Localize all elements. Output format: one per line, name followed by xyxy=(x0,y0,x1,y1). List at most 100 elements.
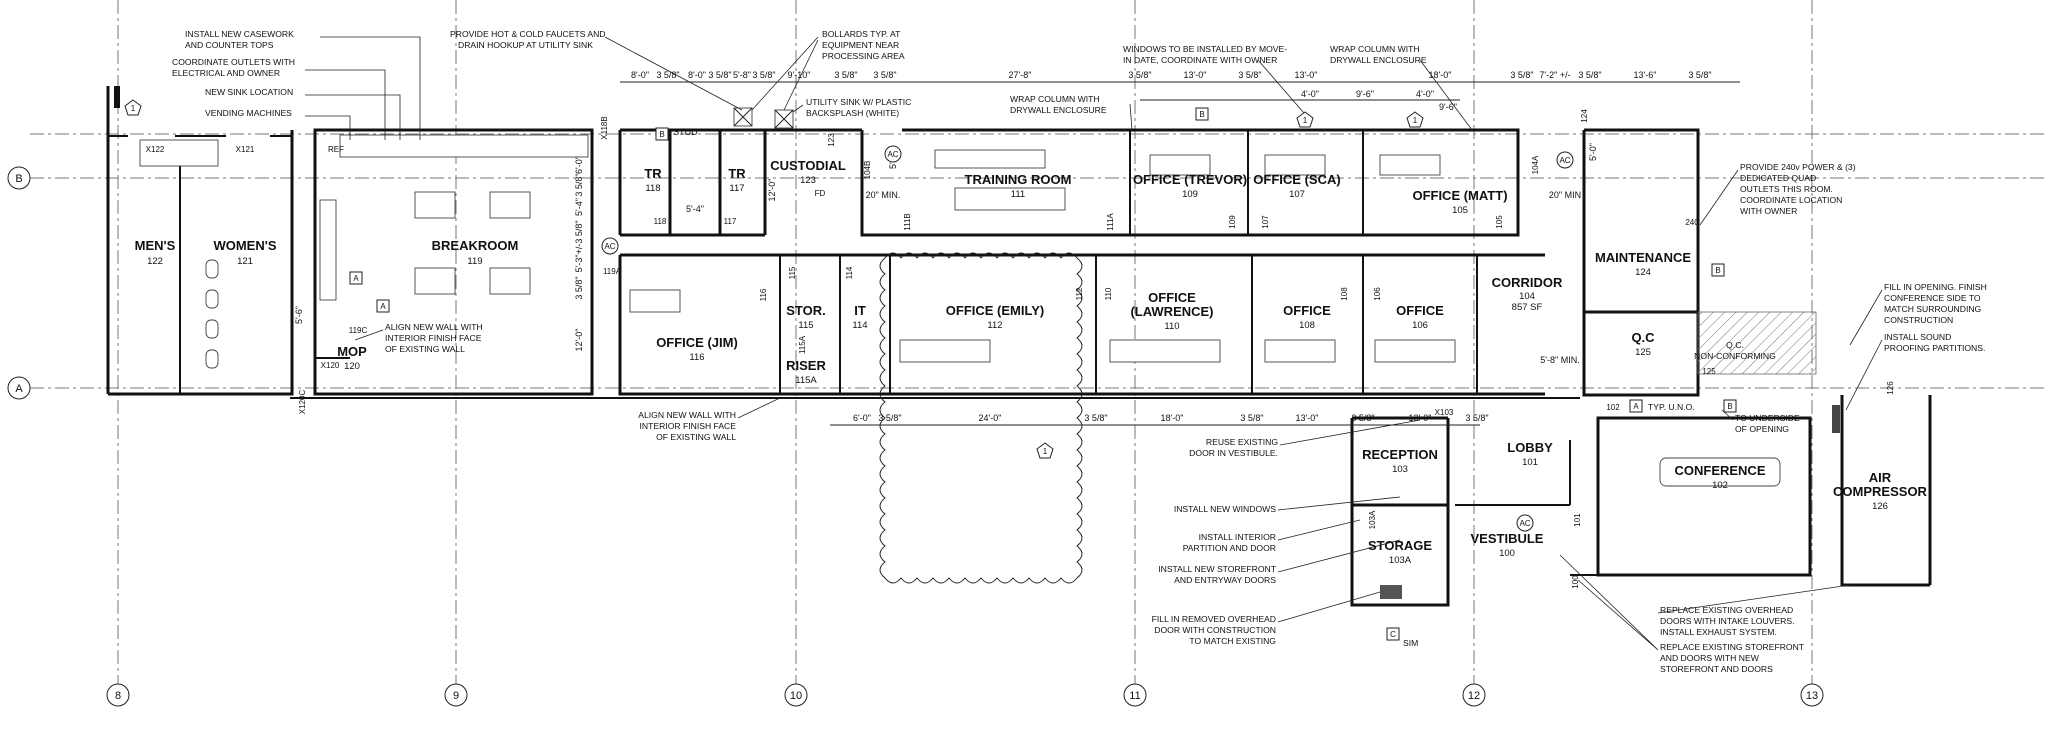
door-tag-102: 102 xyxy=(1606,403,1620,412)
dim-top-24: 9'-6" xyxy=(1439,102,1457,112)
note-top-1: PROVIDE HOT & COLD FAUCETS AND xyxy=(450,29,606,39)
door-tag-105: 105 xyxy=(1495,215,1504,229)
note-right-11: PROOFING PARTITIONS. xyxy=(1884,343,1985,353)
room-number-it: 114 xyxy=(852,320,867,331)
note-bottom-12: DOOR WITH CONSTRUCTION xyxy=(1154,625,1276,635)
room-name-riser: RISER xyxy=(786,358,826,373)
note-bottom-1: ALIGN NEW WALL WITH xyxy=(638,410,736,420)
room-number-vestibule: 100 xyxy=(1499,548,1515,559)
dim-top-6: 3 5/8" xyxy=(752,70,775,80)
dim-misc-6: 20" MIN xyxy=(1549,190,1581,200)
door-tag-106: 106 xyxy=(1373,287,1382,301)
section-marker xyxy=(114,86,120,108)
room-number-office-108: 108 xyxy=(1299,320,1315,331)
dim-bottom-1: 6'-0" xyxy=(853,413,871,423)
dim-top-8: 3 5/8" xyxy=(834,70,857,80)
room-number-office-trevor: 109 xyxy=(1182,189,1198,200)
dim-bottom-6: 3 5/8" xyxy=(1240,413,1263,423)
door-tag-100: 100 xyxy=(1571,575,1580,589)
room-number-custodial: 123 xyxy=(800,175,816,186)
notes-right: PROVIDE 240v POWER & (3) DEDICATED QUAD … xyxy=(1648,162,1987,434)
notes-left: INSTALL NEW CASEWORK AND COUNTER TOPS CO… xyxy=(172,29,483,354)
note-right-13: NON-CONFORMING xyxy=(1694,351,1776,361)
grid-label-11: 11 xyxy=(1129,690,1140,702)
notes-top: PROVIDE HOT & COLD FAUCETS AND DRAIN HOO… xyxy=(450,29,1473,131)
room-number-training: 111 xyxy=(1011,189,1025,200)
note-bottom-2: INTERIOR FINISH FACE xyxy=(640,421,737,431)
grid-label-b: B xyxy=(15,173,22,185)
dim-bottom-2: 3 5/8" xyxy=(878,413,901,423)
door-tag-112: 112 xyxy=(1075,287,1084,300)
room-name-maintenance: MAINTENANCE xyxy=(1595,250,1691,265)
dim-misc-1: 6" STUD xyxy=(662,127,698,137)
room-labels: MEN'S 122 WOMEN'S 121 BREAKROOM 119 MOP … xyxy=(135,158,1928,566)
dim-misc-9: 5'-6" xyxy=(294,306,304,324)
dim-misc-13: 5'-4" xyxy=(574,198,584,216)
room-number-office-emily: 112 xyxy=(987,320,1002,331)
dim-top-13: 3 5/8" xyxy=(1238,70,1261,80)
dim-bottom-10: 3 5/8" xyxy=(1465,413,1488,423)
note-right-8: MATCH SURROUNDING xyxy=(1884,304,1982,314)
room-name-office-lawrence: OFFICE xyxy=(1148,290,1196,305)
dim-top-23: 4'-0" xyxy=(1416,89,1434,99)
note-top-4: EQUIPMENT NEAR xyxy=(822,40,899,50)
room-number-mop: 120 xyxy=(344,361,360,372)
ref-tag-1-c: 1 xyxy=(1413,116,1418,125)
note-top-7: BACKSPLASH (WHITE) xyxy=(806,108,899,118)
room-name-office-106: OFFICE xyxy=(1396,303,1444,318)
grid-bubbles: 8 9 10 11 12 13 B A xyxy=(7,166,1824,707)
note-right-3: OUTLETS THIS ROOM. xyxy=(1740,184,1833,194)
dim-top-10: 27'-8" xyxy=(1009,70,1032,80)
note-top-5: PROCESSING AREA xyxy=(822,51,905,61)
note-bottom-3: OF EXISTING WALL xyxy=(656,432,736,442)
room-name-air-compressor: AIR xyxy=(1869,470,1892,485)
dim-bottom-4: 3 5/8" xyxy=(1084,413,1107,423)
note-right-16: TYP. U.N.O. xyxy=(1648,402,1695,412)
note-bottom-15: DOORS WITH INTAKE LOUVERS. xyxy=(1660,616,1795,626)
dim-top-22: 9'-6" xyxy=(1356,89,1374,99)
room-number-tr-117: 117 xyxy=(729,183,744,194)
room-name-tr-117: TR xyxy=(728,166,746,181)
qc-non-conforming-hatch xyxy=(1697,311,1817,375)
room-number-riser: 115A xyxy=(795,375,817,386)
note-bottom-11: FILL IN REMOVED OVERHEAD xyxy=(1152,614,1276,624)
room-name-storage: STORAGE xyxy=(1368,538,1432,553)
room-number-womens: 121 xyxy=(237,256,253,267)
room-name2-office-lawrence: (LAWRENCE) xyxy=(1130,304,1213,319)
note-right-4: COORDINATE LOCATION xyxy=(1740,195,1842,205)
door-tag-116: 116 xyxy=(759,288,768,301)
dim-top-19: 13'-6" xyxy=(1634,70,1657,80)
door-tag-118: 118 xyxy=(654,217,667,226)
ref-tag-1-b: 1 xyxy=(1303,116,1308,125)
grid-label-9: 9 xyxy=(453,690,459,702)
room-number-maintenance: 124 xyxy=(1635,267,1651,278)
room-number-qc: 125 xyxy=(1635,347,1651,358)
ref-tag-c: C xyxy=(1390,630,1396,639)
ref-tag-a-2: A xyxy=(380,302,386,311)
reference-tags: A A AC AC AC AC B B B B A C 1 1 1 1 1 xyxy=(124,99,1737,641)
ref-tag-b-4: B xyxy=(1727,402,1732,411)
door-tag-115: 115 xyxy=(788,266,797,279)
room-name-office-jim: OFFICE (JIM) xyxy=(656,335,738,350)
dim-bottom-9: 13'-0" xyxy=(1409,413,1432,423)
note-right-5: WITH OWNER xyxy=(1740,206,1797,216)
note-left-4: ELECTRICAL AND OWNER xyxy=(172,68,280,78)
note-bottom-4: REUSE EXISTING xyxy=(1206,437,1278,447)
dim-misc-3: 12'-0" xyxy=(767,179,777,202)
room-name-training: TRAINING ROOM xyxy=(965,172,1072,187)
door-tag-104a: 104A xyxy=(1531,155,1540,174)
door-tag-fd: FD xyxy=(815,189,826,198)
note-right-15: OF OPENING xyxy=(1735,424,1789,434)
room-number-conference: 102 xyxy=(1712,480,1728,491)
note-right-7: CONFERENCE SIDE TO xyxy=(1884,293,1981,303)
grid-label-13: 13 xyxy=(1806,690,1818,702)
note-bottom-17: REPLACE EXISTING STOREFRONT xyxy=(1660,642,1805,652)
dim-bottom-7: 13'-0" xyxy=(1296,413,1319,423)
note-right-10: INSTALL SOUND xyxy=(1884,332,1951,342)
note-top-3: BOLLARDS TYP. AT xyxy=(822,29,901,39)
room-number-lobby: 101 xyxy=(1522,457,1538,468)
dim-misc-4: 20" MIN. xyxy=(866,190,901,200)
note-bottom-10: AND ENTRYWAY DOORS xyxy=(1174,575,1276,585)
note-bottom-16: INSTALL EXHAUST SYSTEM. xyxy=(1660,627,1777,637)
